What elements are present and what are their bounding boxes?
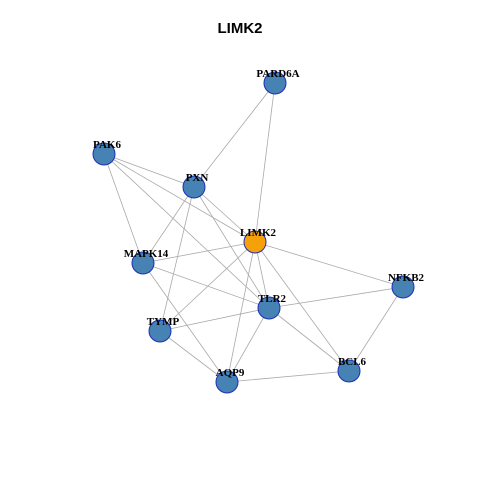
edge-limk2-mapk14 — [142, 241, 256, 264]
node-bcl6[interactable] — [337, 359, 361, 383]
node-aqp9[interactable] — [215, 370, 239, 394]
edge-limk2-bcl6 — [254, 241, 350, 372]
edge-mapk14-tlr2 — [142, 262, 270, 309]
node-label-tymp: TYMP — [147, 316, 180, 328]
edge-limk2-nfkb2 — [254, 241, 404, 288]
edge-pard6a-pxn — [193, 82, 276, 188]
node-limk2[interactable] — [243, 230, 267, 254]
diagram-title: LIMK2 — [217, 20, 263, 37]
node-nfkb2[interactable] — [391, 275, 415, 299]
edge-tlr2-tymp — [159, 307, 270, 332]
edge-nfkb2-bcl6 — [348, 286, 404, 372]
edge-pak6-mapk14 — [103, 153, 144, 264]
edge-pard6a-limk2 — [254, 82, 276, 243]
edge-pak6-pxn — [103, 153, 195, 188]
edge-limk2-tymp — [159, 241, 256, 332]
node-label-bcl6: BCL6 — [338, 356, 367, 368]
node-tlr2[interactable] — [257, 296, 281, 320]
node-label-pak6: PAK6 — [93, 139, 121, 151]
node-pak6[interactable] — [92, 142, 116, 166]
edge-tlr2-nfkb2 — [268, 286, 404, 309]
node-tymp[interactable] — [148, 319, 172, 343]
edge-aqp9-bcl6 — [226, 370, 350, 383]
node-pard6a[interactable] — [263, 71, 287, 95]
node-mapk14[interactable] — [131, 251, 155, 275]
edge-pxn-mapk14 — [142, 186, 195, 264]
node-layer — [92, 71, 415, 394]
edge-tlr2-aqp9 — [226, 307, 270, 383]
node-label-nfkb2: NFKB2 — [388, 272, 425, 284]
node-label-tlr2: TLR2 — [258, 293, 287, 305]
edge-pxn-tymp — [159, 186, 195, 332]
edge-pak6-limk2 — [103, 153, 256, 243]
node-label-mapk14: MAPK14 — [124, 248, 169, 260]
node-pxn[interactable] — [182, 175, 206, 199]
node-label-pxn: PXN — [186, 172, 209, 184]
edge-pxn-tlr2 — [193, 186, 270, 309]
edge-limk2-aqp9 — [226, 241, 256, 383]
edge-tymp-aqp9 — [159, 330, 228, 383]
node-label-pard6a: PARD6A — [256, 68, 299, 80]
edge-pak6-tlr2 — [103, 153, 270, 309]
edge-mapk14-aqp9 — [142, 262, 228, 383]
edge-pxn-limk2 — [193, 186, 256, 243]
node-label-aqp9: AQP9 — [216, 367, 245, 379]
node-label-limk2: LIMK2 — [240, 227, 277, 239]
edge-tlr2-bcl6 — [268, 307, 350, 372]
